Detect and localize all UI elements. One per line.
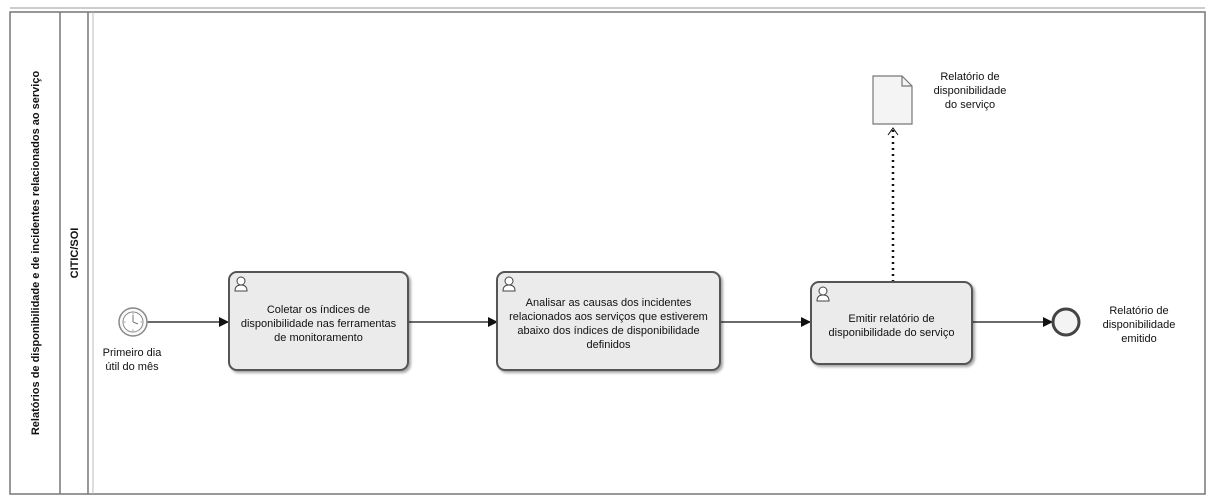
start-event-label: Primeiro dia útil do mês (88, 346, 176, 374)
pool[interactable] (9, 7, 1206, 495)
user-icon (502, 276, 516, 292)
end-event[interactable] (1051, 307, 1081, 337)
task-analisar-causas[interactable]: Analisar as causas dos incidentes relaci… (496, 271, 721, 371)
end-event-label: Relatório de disponibilidade emitido (1090, 304, 1188, 346)
clock-icon (124, 313, 142, 331)
task-label: Coletar os índices de disponibilidade na… (240, 304, 397, 344)
data-object-document[interactable] (872, 75, 913, 125)
data-object-label: Relatório de disponibilidade do serviço (922, 70, 1018, 112)
start-event-label-line2: útil do mês (105, 361, 159, 373)
end-event-label-line1: Relatório de (1109, 305, 1169, 317)
start-event-label-line1: Primeiro dia (102, 347, 162, 359)
task-label: Emitir relatório de disponibilidade do s… (828, 313, 955, 339)
task-label: Analisar as causas dos incidentes relaci… (509, 297, 708, 351)
pool-label: Relatórios de disponibilidade e de incid… (30, 71, 42, 436)
data-object-label-line3: do serviço (944, 99, 996, 111)
data-object-label-line2: disponibilidade (933, 85, 1007, 97)
lane-label: CITIC/SOI (69, 228, 81, 279)
task-coletar-indices[interactable]: Coletar os índices de disponibilidade na… (228, 271, 409, 371)
end-event-label-line3: emitido (1121, 333, 1157, 345)
user-icon (234, 276, 248, 292)
end-event-label-line2: disponibilidade (1102, 319, 1176, 331)
data-association (887, 127, 899, 282)
start-event-timer[interactable] (118, 307, 148, 337)
task-emitir-relatorio[interactable]: Emitir relatório de disponibilidade do s… (810, 281, 973, 365)
user-icon (816, 286, 830, 302)
data-object-label-line1: Relatório de (940, 71, 1000, 83)
